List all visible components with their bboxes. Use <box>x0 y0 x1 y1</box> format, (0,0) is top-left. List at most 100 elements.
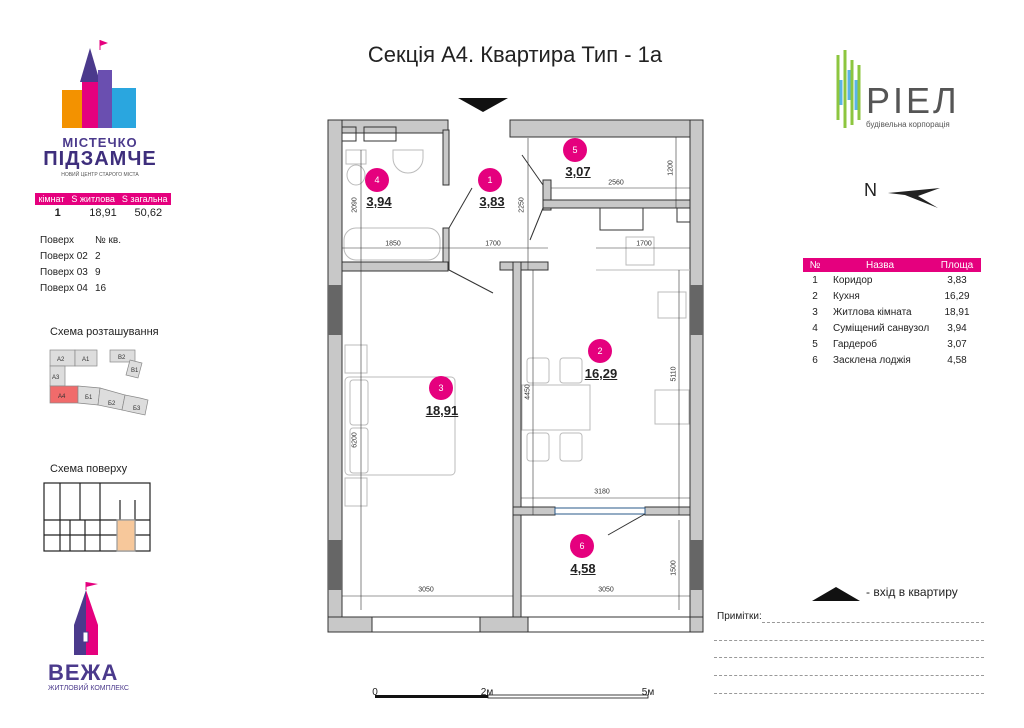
dimension-label: 5110 <box>670 366 678 382</box>
room-area: 3,83 <box>479 194 505 209</box>
dimension-label: 3050 <box>598 586 614 594</box>
floor-apt: 16 <box>95 283 107 294</box>
stats-header-rooms: кімнат <box>38 194 65 204</box>
stats-living: 18,91 <box>89 207 117 219</box>
scale-label: 2м <box>480 687 494 698</box>
cell: Суміщений санвузол <box>833 322 930 334</box>
cell: 3,83 <box>947 274 967 286</box>
cell: 5 <box>812 338 818 350</box>
floors-header-apt: № кв. <box>95 235 121 246</box>
room-number: 1 <box>478 168 502 192</box>
dimension-label: 3050 <box>418 586 434 594</box>
stats-total: 50,62 <box>134 207 163 219</box>
stats-header-living: S житлова <box>71 194 115 204</box>
room-area: 18,91 <box>425 403 459 418</box>
scale-label: 0 <box>372 687 378 698</box>
table-row: 6 Засклена лоджія 4,58 <box>803 352 981 368</box>
dimension-label: 3180 <box>594 488 610 496</box>
entrance-legend-icon <box>812 587 860 601</box>
cell: 2 <box>812 290 818 302</box>
plan-doors <box>448 154 646 536</box>
notes-line <box>714 693 984 694</box>
page-title: Секція А4. Квартира Тип - 1а <box>367 42 663 67</box>
room-number: 6 <box>570 534 594 558</box>
brand-tagline: НОВИЙ ЦЕНТР СТАРОГО МІСТА <box>61 172 139 178</box>
complex-name: ВЕЖА <box>48 660 119 685</box>
svg-text:А3: А3 <box>52 375 60 381</box>
notes-line <box>714 675 984 676</box>
cell: 16,29 <box>944 290 970 302</box>
complex-tagline: ЖИТЛОВИЙ КОМПЛЕКС <box>48 685 129 692</box>
notes-label: Примітки: <box>717 611 762 622</box>
stats-header: кімнат S житлова S загальна <box>35 193 171 205</box>
dimension-label: 1200 <box>667 160 675 176</box>
stats-values: 1 18,91 50,62 <box>35 207 171 219</box>
riel-logo-icon <box>836 50 861 128</box>
plan-furniture <box>341 126 691 507</box>
north-arrow-icon <box>888 188 940 208</box>
svg-text:Б2: Б2 <box>108 401 116 407</box>
notes-line <box>714 640 984 641</box>
room-area: 4,58 <box>570 561 596 576</box>
cell: Коридор <box>833 274 873 286</box>
cell: 3 <box>812 306 818 318</box>
notes-line <box>714 657 984 658</box>
stats-header-total: S загальна <box>121 194 168 204</box>
dimension-label: 2250 <box>518 197 526 213</box>
entrance-arrow-icon <box>458 98 508 112</box>
dimension-label: 4450 <box>524 384 532 400</box>
svg-text:Б1: Б1 <box>85 395 93 401</box>
room-area: 3,07 <box>565 164 591 179</box>
svg-text:В1: В1 <box>131 368 139 374</box>
svg-text:А2: А2 <box>57 357 65 363</box>
col-num: № <box>809 259 821 271</box>
dimension-label: 1500 <box>670 560 678 576</box>
plan-windows <box>328 285 703 633</box>
floor-apt: 9 <box>95 267 101 278</box>
scale-bar <box>375 694 649 699</box>
svg-text:В2: В2 <box>118 355 126 361</box>
svg-text:А1: А1 <box>82 357 90 363</box>
dimension-label: 1700 <box>485 240 501 248</box>
north-label: N <box>864 180 877 200</box>
entrance-legend: - вхід в квартиру <box>866 585 958 599</box>
dimension-label: 2560 <box>608 179 624 187</box>
cell: 3,94 <box>947 322 967 334</box>
floor-row: Поверх 03 9 <box>40 265 121 281</box>
location-scheme-map <box>49 349 149 416</box>
room-area: 16,29 <box>584 366 618 381</box>
cell: 1 <box>812 274 818 286</box>
cell: Житлова кімната <box>833 306 912 318</box>
room-number: 4 <box>365 168 389 192</box>
plan-walls <box>327 119 704 633</box>
location-scheme-title: Схема розташування <box>50 326 159 338</box>
room-number: 5 <box>563 138 587 162</box>
scale-label: 5м <box>641 687 655 698</box>
floor-label: Поверх 03 <box>40 267 88 278</box>
developer-tagline: будівельна корпорація <box>866 120 950 129</box>
mistechko-logo-icon <box>62 40 136 128</box>
dimension-label: 2090 <box>351 197 359 213</box>
room-area: 3,94 <box>366 194 392 209</box>
vezha-logo-icon <box>74 582 98 655</box>
svg-text:А4: А4 <box>58 394 66 400</box>
cell: Засклена лоджія <box>833 354 911 366</box>
stats-rooms: 1 <box>54 207 61 219</box>
cell: 6 <box>812 354 818 366</box>
table-row: 1 Коридор 3,83 <box>803 272 981 288</box>
dimension-label: 1850 <box>385 240 401 248</box>
cell: 4,58 <box>947 354 967 366</box>
floors-header-floor: Поверх <box>40 235 74 246</box>
floor-scheme-map <box>43 482 151 552</box>
cell: 3,07 <box>947 338 967 350</box>
col-area: Площа <box>940 259 974 271</box>
